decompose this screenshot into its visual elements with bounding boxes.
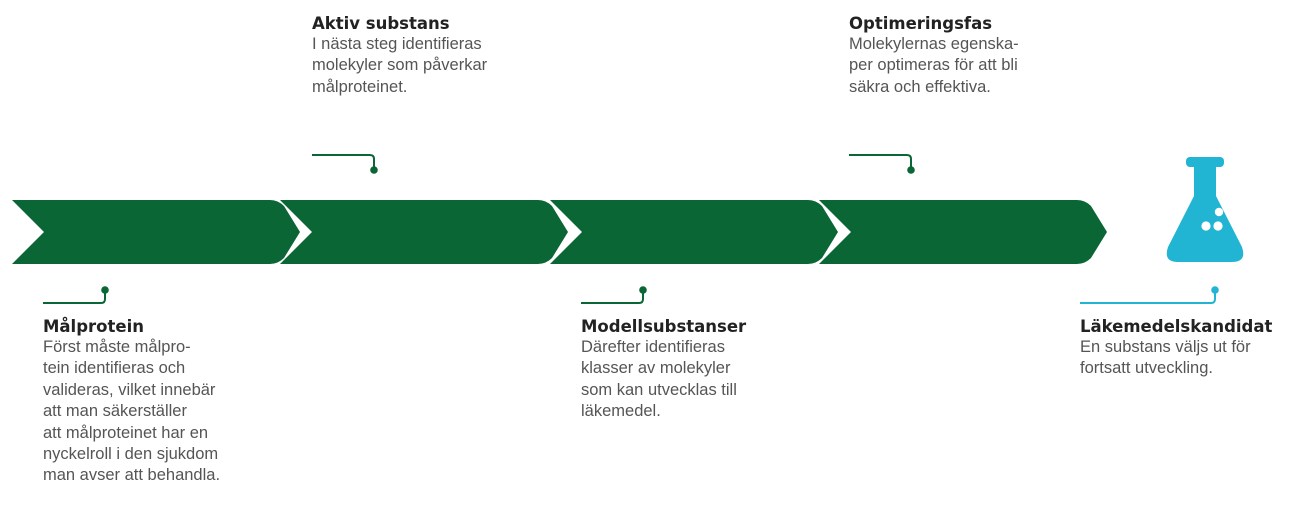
stage-text-line: man avser att behandla. xyxy=(43,466,221,485)
stage-text-line: Därefter identifieras xyxy=(581,338,725,356)
stage-text-line: säkra och effektiva. xyxy=(849,77,991,96)
stage-title: Aktiv substans xyxy=(312,14,450,33)
arrow-step-2 xyxy=(280,200,568,264)
stage-text-line: nyckelroll i den sjukdom xyxy=(43,445,219,464)
stage-text-line: valideras, vilket innebär xyxy=(43,380,216,399)
stage-title: Målprotein xyxy=(43,317,144,336)
stage-title: Läkemedelskandidat xyxy=(1080,317,1273,336)
stage-text-line: som kan utvecklas till xyxy=(581,380,737,399)
arrow-step-1 xyxy=(12,200,300,264)
stage-text-line: I nästa steg identifieras xyxy=(312,35,482,53)
stage-text-line: fortsatt utveckling. xyxy=(1080,359,1213,378)
process-arrows xyxy=(12,200,1107,264)
stage-text-line: Först måste målpro- xyxy=(43,338,191,356)
connector-optimeringsfas xyxy=(849,154,915,174)
stage-title: Optimeringsfas xyxy=(849,14,993,33)
stage-text-line: läkemedel. xyxy=(581,402,661,421)
stage-text-line: tein identifieras och xyxy=(43,359,186,378)
stage-text-line: att målproteinet har en xyxy=(43,423,209,442)
stage-lakemedelskandidat: Läkemedelskandidat En substans väljs ut … xyxy=(1080,316,1272,380)
connector-aktiv-substans xyxy=(312,154,378,174)
stage-malprotein: Målprotein Först måste målpro- tein iden… xyxy=(43,316,220,487)
stage-text-line: att man säkerställer xyxy=(43,402,187,421)
stage-optimeringsfas: Optimeringsfas Molekylernas egenska- per… xyxy=(849,13,1019,98)
stage-text-line: målproteinet. xyxy=(312,77,408,96)
arrow-step-4 xyxy=(819,200,1107,264)
connector-lakemedelskandidat xyxy=(1080,286,1219,304)
connector-modellsubstanser xyxy=(581,286,647,304)
stage-aktiv-substans: Aktiv substans I nästa steg identifieras… xyxy=(312,13,487,98)
stage-modellsubstanser: Modellsubstanser Därefter identifieras k… xyxy=(581,316,746,423)
stage-text-line: per optimeras för att bli xyxy=(849,56,1018,75)
flask-icon xyxy=(1166,157,1244,262)
connector-malprotein xyxy=(43,286,109,304)
stage-text-line: Molekylernas egenska- xyxy=(849,35,1019,53)
arrow-step-3 xyxy=(550,200,838,264)
stage-text-line: klasser av molekyler xyxy=(581,359,731,378)
stage-title: Modellsubstanser xyxy=(581,317,747,336)
stage-text-line: molekyler som påverkar xyxy=(312,56,488,75)
stage-text-line: En substans väljs ut för xyxy=(1080,338,1251,356)
